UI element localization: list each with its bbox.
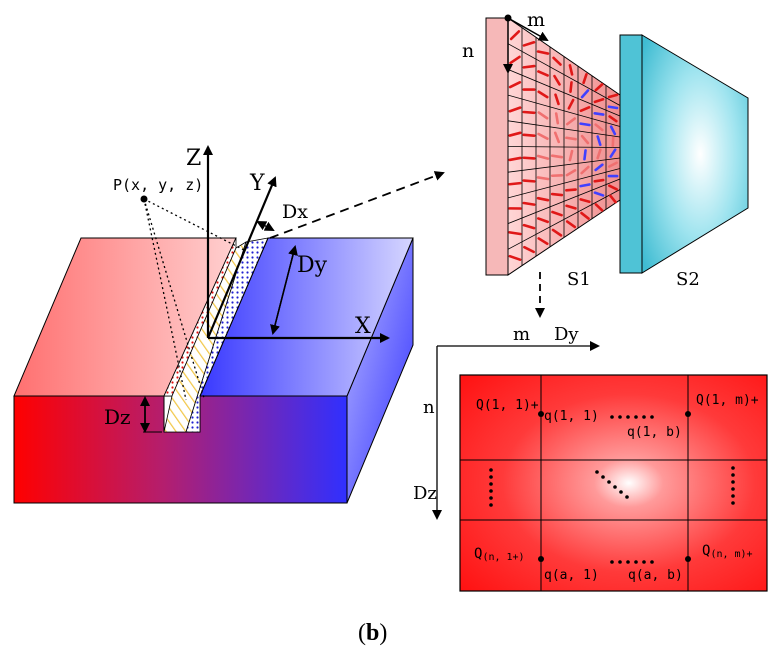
panel-m-label: m — [513, 324, 530, 345]
label-q-1-1: q(1, 1) — [544, 409, 599, 424]
plate-s1-front — [485, 17, 509, 276]
node-dot-a-b — [685, 556, 691, 562]
plate-m-label: m — [527, 9, 545, 31]
label-q-a-1: q(a, 1) — [544, 568, 599, 583]
panel-rect — [459, 374, 768, 592]
dim-dz-label: Dz — [104, 405, 131, 429]
node-dot-1-m — [685, 411, 691, 417]
label-q-1-b: q(1, b) — [627, 425, 682, 440]
panel-dy-label: Dy — [554, 324, 579, 345]
plate-s2-label: S2 — [676, 269, 700, 290]
label-Q-1-1: Q(1, 1)+ — [476, 398, 539, 413]
figure-caption: (b) — [358, 620, 387, 646]
label-Q-n-m: Q(n, m)+ — [702, 543, 753, 560]
label-q-a-b: q(a, b) — [628, 568, 683, 583]
dimensions: Dx Dy Dz — [104, 201, 328, 433]
ellipsis-dots — [489, 415, 735, 564]
panel-n-label: n — [423, 397, 435, 418]
y-axis — [206, 176, 277, 339]
axis-x-label: X — [355, 314, 371, 339]
plates-group: m n S1 S2 — [462, 9, 749, 318]
grid-panel: m Dy n Dz Q(1, 1)+ q(1, 1) q(1, b) Q(1, … — [413, 324, 768, 592]
plate-s1-label: S1 — [567, 269, 591, 290]
specimen-block — [13, 237, 414, 504]
panel-dz-label: Dz — [413, 483, 437, 504]
plate-n-label: n — [462, 40, 474, 62]
plate-s2-face — [641, 34, 749, 274]
label-Q-1-m: Q(1, m)+ — [696, 393, 759, 408]
axis-z-label: Z — [186, 146, 201, 171]
point-p-label: P(x, y, z) — [113, 176, 203, 194]
plate-s2-front — [619, 34, 643, 274]
coordinate-axes: Z Y X — [186, 145, 390, 343]
label-Q-n-1: Q(n, 1+) — [474, 546, 525, 563]
dim-dx-label: Dx — [282, 201, 308, 223]
field-arrows — [508, 30, 619, 261]
plate-s1-grid — [507, 27, 621, 266]
point-p-group: P(x, y, z) — [113, 176, 245, 401]
axis-y-label: Y — [249, 171, 265, 196]
node-dot-a-1 — [538, 556, 544, 562]
node-dot-1-1 — [538, 411, 544, 417]
dim-dy-label: Dy — [297, 253, 328, 278]
projection-arrow — [269, 171, 445, 239]
